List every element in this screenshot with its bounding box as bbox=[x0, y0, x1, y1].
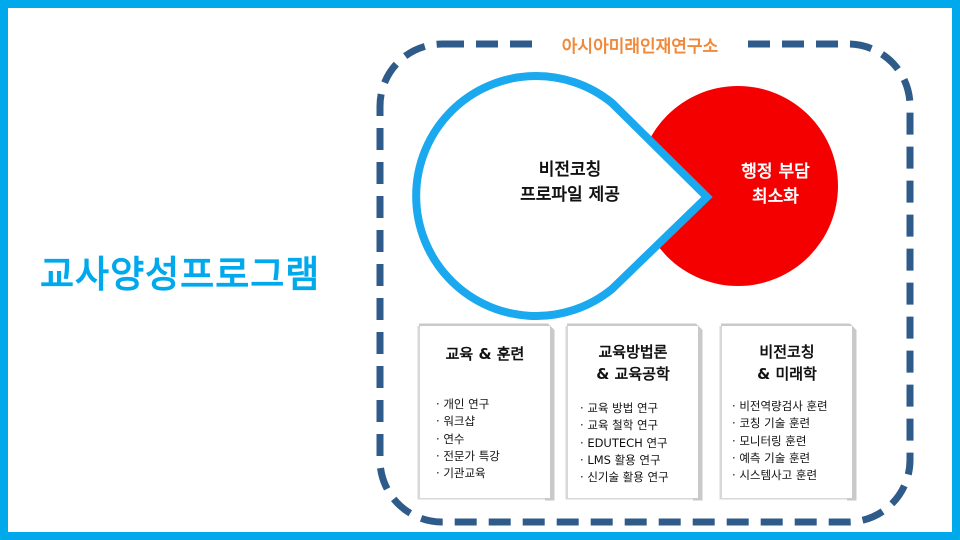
list-item: 기관교육 bbox=[436, 465, 500, 482]
card-item-list: 비전역량검사 훈련 코칭 기술 훈련 모니터링 훈련 예측 기술 훈련 시스템사… bbox=[732, 398, 828, 484]
card-edge-2 bbox=[565, 326, 693, 500]
institute-label: 아시아미래인재연구소 bbox=[540, 30, 740, 59]
list-item: 워크샵 bbox=[436, 413, 500, 430]
card-title-line1: 교육 & 훈련 bbox=[445, 345, 525, 363]
card-education-training: 교육 & 훈련 개인 연구 워크샵 연수 전문가 특강 기관교육 bbox=[420, 326, 550, 498]
card-item-list: 교육 방법 연구 교육 철학 연구 EDUTECH 연구 LMS 활용 연구 신… bbox=[580, 400, 669, 486]
list-item: 신기술 활용 연구 bbox=[580, 469, 668, 486]
main-title: 교사양성프로그램 bbox=[40, 253, 321, 296]
list-item: 예측 기술 훈련 bbox=[732, 450, 828, 467]
list-item: 모니터링 훈련 bbox=[732, 433, 828, 450]
list-item: 시스템사고 훈련 bbox=[732, 467, 828, 484]
blue-circle-line2: 프로파일 제공 bbox=[520, 184, 620, 205]
blue-circle-text: 비전코칭 프로파일 제공 bbox=[455, 158, 685, 207]
card-title-line1: 교육방법론 bbox=[598, 343, 668, 361]
blue-circle-line1: 비전코칭 bbox=[538, 160, 602, 180]
dashed-container bbox=[376, 40, 914, 526]
list-item: 코칭 기술 훈련 bbox=[732, 415, 828, 432]
list-item: EDUTECH 연구 bbox=[580, 435, 669, 452]
card-title-line1: 비전코칭 bbox=[759, 343, 815, 361]
card-title: 교육방법론 & 교육공학 bbox=[568, 342, 698, 386]
red-circle-text: 행정 부담 최소화 bbox=[718, 160, 833, 209]
blue-teardrop bbox=[412, 72, 713, 320]
list-item: 전문가 특강 bbox=[436, 448, 500, 465]
red-circle bbox=[638, 86, 838, 286]
card-vision-coaching: 비전코칭 & 미래학 비전역량검사 훈련 코칭 기술 훈련 모니터링 훈련 예측… bbox=[722, 326, 852, 498]
card-edge-3 bbox=[719, 326, 847, 500]
list-item: 연수 bbox=[436, 431, 500, 448]
card-title: 교육 & 훈련 bbox=[420, 344, 550, 366]
red-circle-line2: 최소화 bbox=[752, 186, 799, 207]
list-item: 교육 철학 연구 bbox=[580, 417, 669, 434]
red-circle-line1: 행정 부담 bbox=[741, 162, 810, 182]
card-title-line2: & 미래학 bbox=[757, 364, 817, 383]
card-title: 비전코칭 & 미래학 bbox=[722, 342, 852, 386]
card-edge-1 bbox=[417, 326, 545, 500]
card-methodology: 교육방법론 & 교육공학 교육 방법 연구 교육 철학 연구 EDUTECH 연… bbox=[568, 326, 698, 498]
list-item: 비전역량검사 훈련 bbox=[732, 398, 827, 415]
list-item: 교육 방법 연구 bbox=[580, 400, 669, 417]
card-title-line2: & 교육공학 bbox=[596, 364, 670, 383]
card-item-list: 개인 연구 워크샵 연수 전문가 특강 기관교육 bbox=[436, 396, 500, 482]
list-item: 개인 연구 bbox=[436, 396, 500, 413]
list-item: LMS 활용 연구 bbox=[580, 452, 669, 469]
